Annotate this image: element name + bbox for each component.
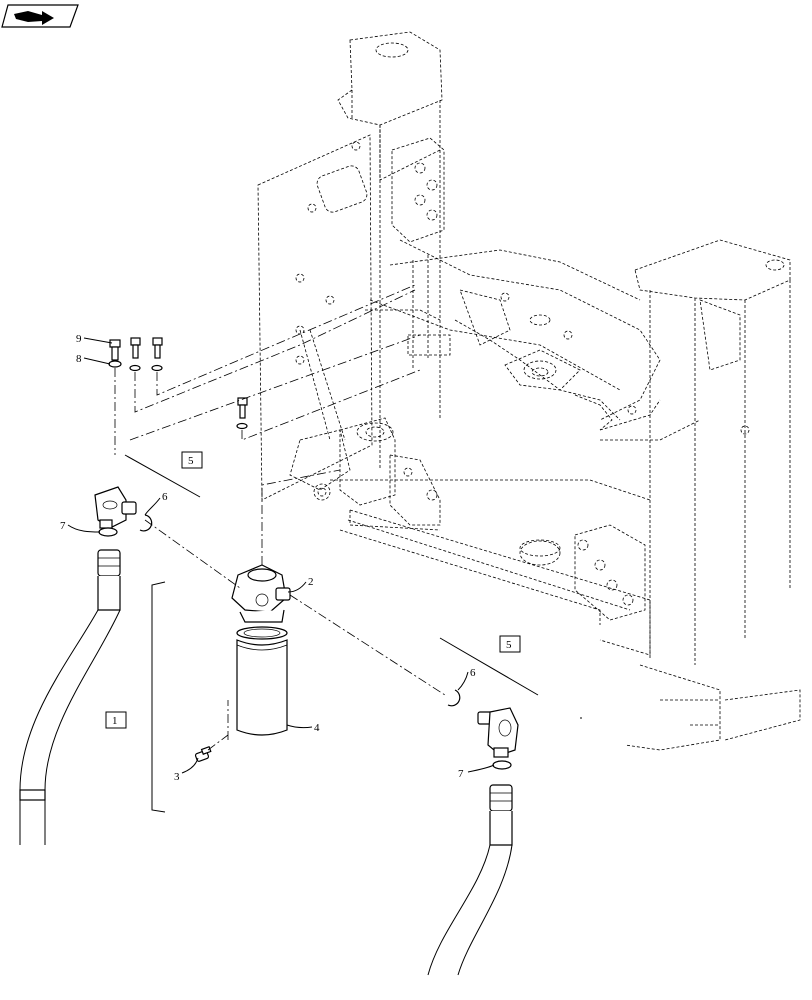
svg-text:2: 2 bbox=[308, 576, 314, 588]
callout-7-left: 7 bbox=[60, 520, 66, 532]
svg-text:4: 4 bbox=[314, 722, 320, 734]
drain-plug bbox=[194, 745, 212, 762]
loader-frame bbox=[257, 31, 801, 751]
callout-6-right: 6 bbox=[470, 667, 476, 679]
box-reference-1[interactable]: 1 bbox=[105, 711, 127, 729]
callout-2: 2 bbox=[308, 576, 314, 588]
callout-4: 4 bbox=[314, 722, 320, 734]
svg-text:5: 5 bbox=[506, 639, 512, 651]
bolt-4 bbox=[236, 397, 248, 430]
right-backup-ring bbox=[447, 689, 461, 707]
svg-text:9: 9 bbox=[76, 333, 82, 345]
svg-text:6: 6 bbox=[470, 667, 476, 679]
callout-3: 3 bbox=[174, 771, 180, 783]
left-o-ring bbox=[98, 527, 118, 537]
callout-leaders bbox=[67, 337, 582, 774]
bolt-9 bbox=[108, 339, 122, 368]
svg-text:8: 8 bbox=[76, 353, 82, 365]
callout-9: 9 bbox=[76, 333, 82, 345]
svg-text:7: 7 bbox=[60, 520, 66, 532]
svg-text:3: 3 bbox=[174, 771, 180, 783]
right-o-ring bbox=[492, 760, 512, 770]
mounting-bolts bbox=[108, 337, 248, 430]
right-elbow-fitting bbox=[477, 707, 519, 758]
bolt-3 bbox=[151, 337, 163, 372]
svg-text:5: 5 bbox=[188, 455, 194, 467]
left-backup-ring bbox=[139, 514, 153, 532]
left-elbow-fitting bbox=[94, 486, 137, 529]
svg-text:1: 1 bbox=[112, 715, 118, 727]
box-reference-5-left[interactable]: 5 bbox=[181, 451, 203, 469]
bolt-alignment-lines bbox=[114, 284, 421, 455]
callout-6-left: 6 bbox=[162, 491, 168, 503]
right-hose bbox=[427, 784, 513, 976]
filter-alignment-lines bbox=[144, 469, 446, 751]
callout-8: 8 bbox=[76, 353, 82, 365]
callout-7-right: 7 bbox=[458, 768, 464, 780]
filter-element bbox=[236, 626, 288, 736]
svg-text:7: 7 bbox=[458, 768, 464, 780]
svg-text:6: 6 bbox=[162, 491, 168, 503]
left-hose bbox=[19, 549, 121, 845]
bolt-2 bbox=[129, 337, 141, 372]
box-reference-5-right[interactable]: 5 bbox=[499, 635, 521, 653]
group-brackets bbox=[124, 454, 539, 813]
filter-head bbox=[231, 564, 291, 623]
page-navigation-icon[interactable] bbox=[1, 4, 79, 28]
